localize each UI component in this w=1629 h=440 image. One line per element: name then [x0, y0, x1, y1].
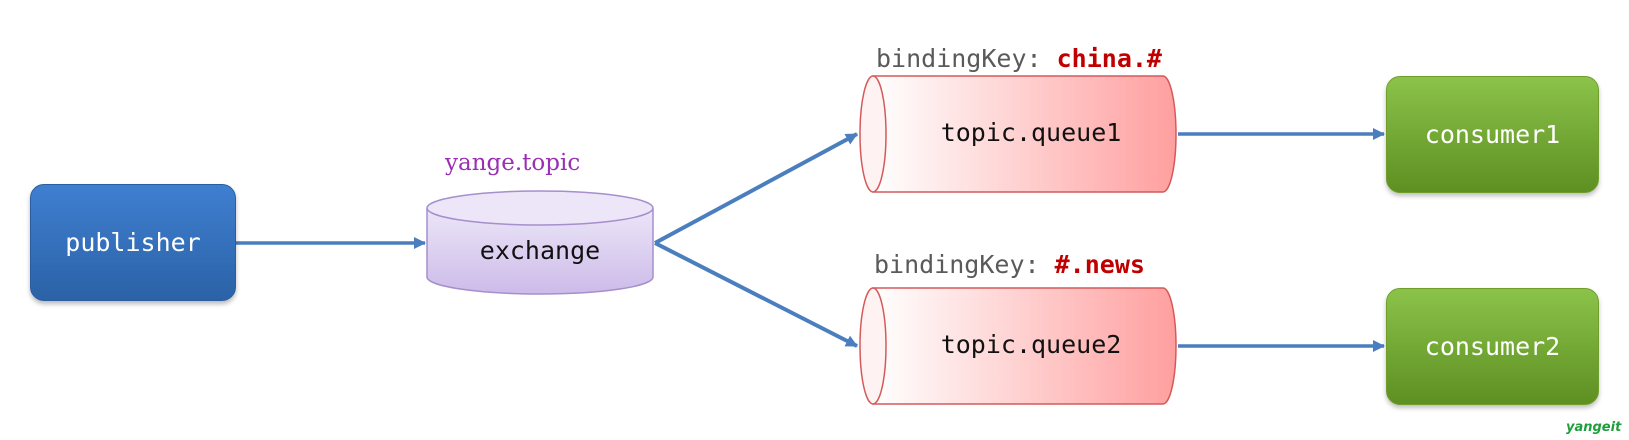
binding-key-value: #.news	[1054, 250, 1145, 279]
publisher-label: publisher	[65, 228, 201, 257]
binding-key-prefix: bindingKey:	[874, 250, 1055, 279]
arrow-exchange-queue2	[654, 241, 858, 348]
queue2-cylinder	[859, 287, 1177, 405]
exchange-label: exchange	[479, 236, 601, 265]
queue2-label: topic.queue2	[940, 330, 1122, 359]
exchange-cylinder	[426, 190, 654, 295]
queue2-binding-key: bindingKey: #.news	[874, 250, 1145, 279]
exchange-name: yange.topic	[445, 150, 581, 176]
consumer2-node: consumer2	[1386, 288, 1599, 405]
queue1-cylinder	[859, 75, 1177, 193]
watermark: yangeit	[1566, 420, 1622, 435]
consumer2-label: consumer2	[1424, 332, 1561, 361]
arrow-exchange-queue1	[654, 132, 858, 245]
binding-key-value: china.#	[1056, 44, 1162, 73]
queue1-label: topic.queue1	[940, 118, 1122, 147]
consumer1-node: consumer1	[1386, 76, 1599, 193]
consumer1-label: consumer1	[1424, 120, 1561, 149]
publisher-node: publisher	[30, 184, 236, 301]
binding-key-prefix: bindingKey:	[876, 44, 1057, 73]
queue1-binding-key: bindingKey: china.#	[876, 44, 1162, 73]
